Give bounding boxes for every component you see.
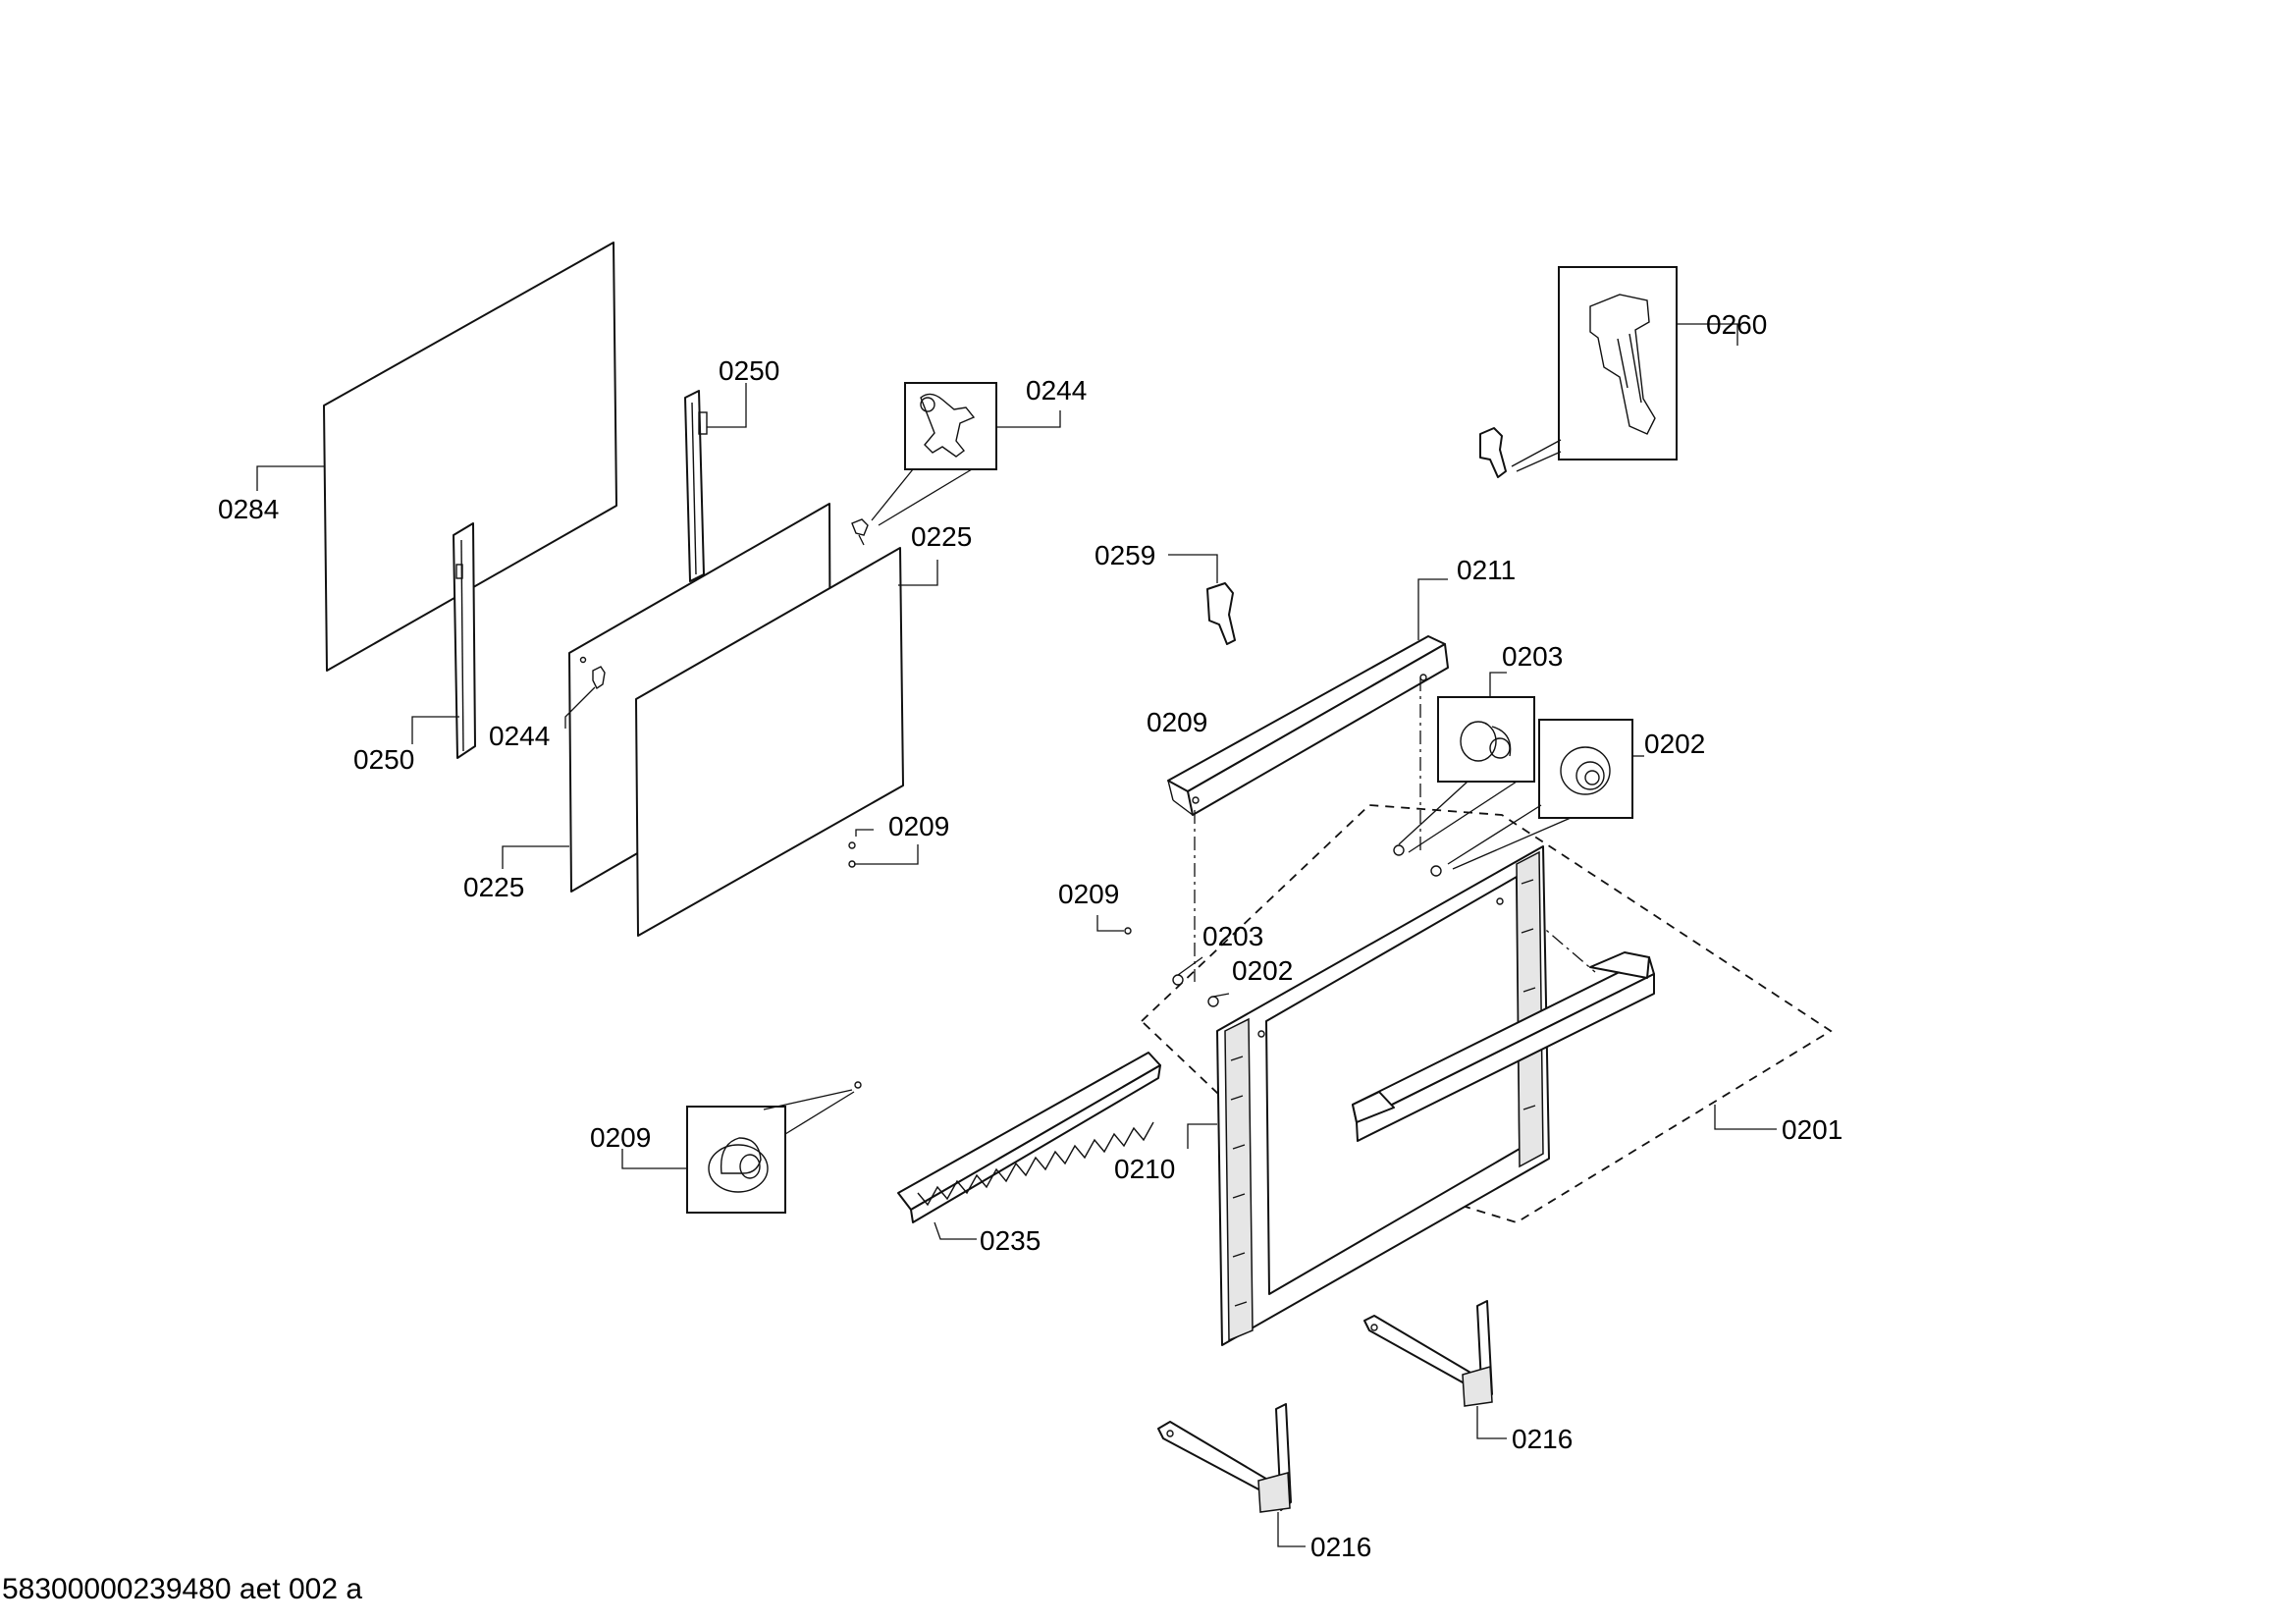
label-0235: 0235 [980, 1225, 1041, 1256]
part-0225-inner-panel-front [635, 547, 938, 937]
label-0216-left: 0216 [1310, 1532, 1371, 1562]
label-0201: 0201 [1782, 1114, 1842, 1145]
part-labels: 0284 0250 0250 0244 0244 0225 0225 0209 … [218, 309, 1842, 1562]
label-0202-top: 0202 [1644, 729, 1705, 759]
label-0244-bottom: 0244 [489, 721, 550, 751]
part-0216-hinge-right [1363, 1300, 1507, 1439]
label-0225-bottom: 0225 [463, 872, 524, 902]
label-0202-bottom: 0202 [1232, 955, 1293, 986]
label-0203-top: 0203 [1502, 641, 1563, 672]
label-0250-top: 0250 [719, 355, 779, 386]
part-0202-detail-box [1447, 719, 1644, 870]
label-0216-right: 0216 [1512, 1424, 1573, 1454]
label-0210: 0210 [1114, 1154, 1175, 1184]
label-0259: 0259 [1095, 540, 1155, 570]
part-0250-left-strip [411, 522, 476, 759]
part-0250-right-strip [684, 383, 747, 582]
part-0284-outer-glass [256, 242, 617, 672]
label-0211: 0211 [1457, 555, 1516, 585]
label-0260: 0260 [1706, 309, 1767, 340]
part-0260-detail-box [1479, 266, 1738, 478]
part-0235-lower-trim [897, 1052, 1161, 1240]
part-door-handle [1352, 951, 1655, 1142]
part-0201-outline [1140, 804, 1833, 1223]
part-0203-detail-box [1398, 672, 1535, 853]
part-0244-detail-box [851, 382, 1061, 546]
part-0211-top-rail [1167, 578, 1449, 816]
label-0209-left-center: 0209 [1058, 879, 1119, 909]
part-0203-0202-screws [1096, 844, 1442, 1007]
part-0209-detail-box [621, 1081, 862, 1214]
part-0209-screws-upper [848, 829, 919, 868]
part-0216-hinge-left [1157, 1403, 1306, 1547]
part-0244-small-clip [564, 666, 606, 729]
label-0244-top: 0244 [1026, 375, 1087, 406]
label-0209-upper-left: 0209 [888, 811, 949, 841]
label-0225-top: 0225 [911, 521, 972, 552]
label-0209-middle: 0209 [1147, 707, 1207, 737]
label-0250-bottom: 0250 [353, 744, 414, 775]
document-id: 58300000239480 aet 002 a [2, 1573, 363, 1605]
label-0203-bottom: 0203 [1202, 921, 1263, 951]
part-0259-bracket [1168, 554, 1236, 645]
label-0284: 0284 [218, 494, 279, 524]
label-0209-lower-left: 0209 [590, 1122, 651, 1153]
